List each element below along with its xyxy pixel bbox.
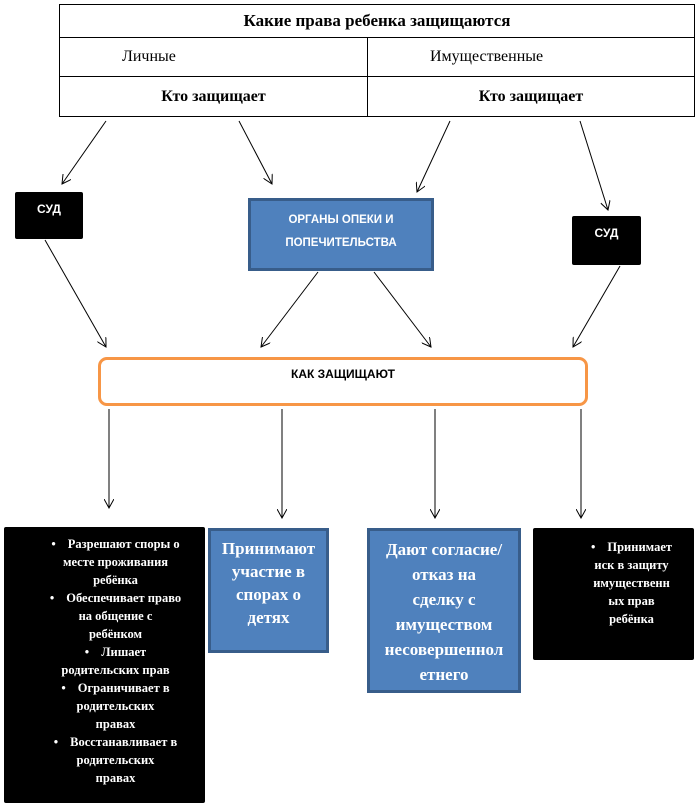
arrow-personal-to-court — [62, 120, 107, 184]
table-title: Какие права ребенка защищаются — [243, 11, 511, 30]
who-protects-property: Кто защищает — [478, 87, 584, 105]
court-box-left: СУД — [15, 192, 83, 239]
table-divider — [60, 37, 694, 38]
arrow-property-to-guardianship — [417, 120, 451, 192]
box-text-line: участие в — [231, 562, 306, 581]
bullet-icon: • — [84, 645, 90, 659]
arrow-property-to-court — [579, 120, 608, 210]
bullet-icon: • — [51, 537, 56, 551]
arrow-guardianship-to-how-right — [373, 271, 431, 347]
bullet-icon: • — [53, 735, 59, 749]
bullet-icon: • — [49, 591, 55, 605]
who-protects-personal: Кто защищает — [161, 87, 266, 105]
table-column-divider — [367, 37, 368, 116]
arrow-guardianship-to-how-left — [261, 271, 319, 347]
box-text-line: имуществом — [395, 615, 493, 634]
how-protect-label: КАК ЗАЩИЩАЮТ — [291, 367, 395, 381]
box-text-line: несовершеннол — [384, 640, 504, 659]
arrow-court-to-how — [44, 239, 106, 347]
bullet-icon: • — [61, 681, 66, 695]
box-text-line: Принимают — [221, 539, 316, 558]
arrow-personal-to-guardianship — [238, 120, 272, 184]
court-box-right: СУД — [572, 216, 641, 265]
guardianship-disputes-box: Принимают участие в спорах о детях — [208, 528, 329, 653]
how-protect-box: КАК ЗАЩИЩАЮТ — [98, 357, 588, 406]
guardianship-label-line: ПОПЕЧИТЕЛЬСТВА — [285, 237, 397, 249]
box-text-line: спорах о — [235, 585, 302, 604]
rights-table: Какие права ребенка защищаются Личные Им… — [59, 4, 695, 117]
court-left-label: СУД — [37, 202, 61, 216]
guardianship-label-line: ОРГАНЫ ОПЕКИ И — [288, 214, 394, 226]
bullet-icon: • — [590, 540, 596, 554]
box-text-line: сделку с — [412, 590, 476, 609]
guardianship-box: ОРГАНЫ ОПЕКИ И ПОПЕЧИТЕЛЬСТВА — [248, 198, 434, 271]
guardianship-consent-box: Дают согласие/ отказ на сделку с имущест… — [367, 528, 521, 693]
table-divider — [60, 76, 694, 77]
box-text-line: Дают согласие/ — [385, 540, 503, 559]
arrow-court-right-to-how — [573, 265, 621, 347]
box-text-line: детях — [247, 608, 290, 627]
box-text-line: отказ на — [411, 565, 477, 584]
court-right-label: СУД — [594, 226, 619, 240]
personal-rights-label: Личные — [122, 48, 176, 65]
box-text-line: етнего — [419, 665, 469, 684]
property-rights-label: Имущественные — [430, 48, 544, 65]
